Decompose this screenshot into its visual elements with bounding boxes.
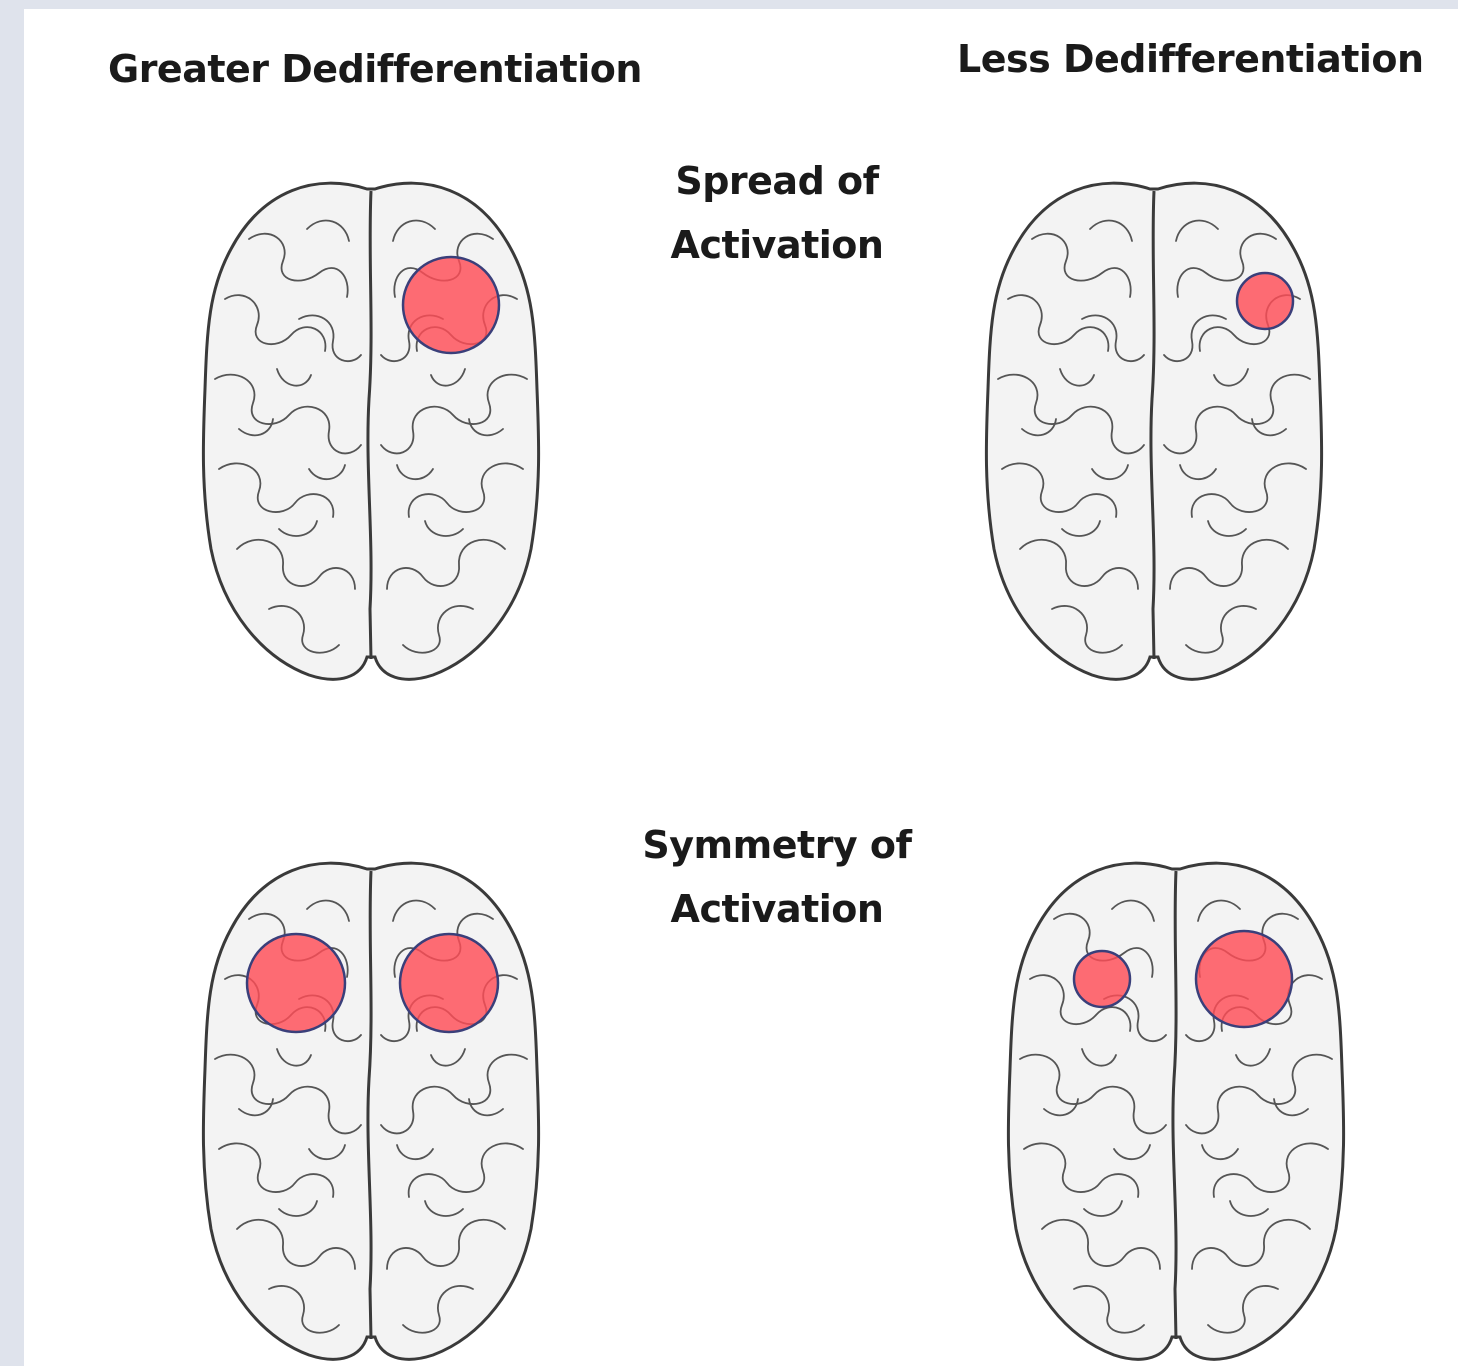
row-label-symmetry-of-activation: Symmetry of Activation: [617, 813, 937, 941]
slide: Greater Dedifferentiation Less Dediffere…: [24, 9, 1458, 1366]
column-heading-greater-dedifferentiation: Greater Dedifferentiation: [108, 47, 642, 91]
activation-spot-large: [403, 257, 499, 353]
row-label-spread-line1: Spread of: [617, 149, 937, 213]
row-label-spread-line2: Activation: [617, 213, 937, 277]
activation-spot-right-hemisphere: [400, 934, 498, 1032]
brain-icon: [984, 849, 1368, 1366]
brain-icon: [179, 849, 563, 1366]
activation-spot-small: [1237, 273, 1293, 329]
brain-icon: [962, 169, 1346, 689]
row-label-symmetry-line1: Symmetry of: [617, 813, 937, 877]
activation-spot-right-large: [1196, 931, 1292, 1027]
activation-spot-left-small: [1074, 951, 1130, 1007]
activation-spot-left-hemisphere: [247, 934, 345, 1032]
brain-icon: [179, 169, 563, 689]
row-label-symmetry-line2: Activation: [617, 877, 937, 941]
column-heading-less-dedifferentiation: Less Dedifferentiation: [957, 37, 1424, 81]
row-label-spread-of-activation: Spread of Activation: [617, 149, 937, 277]
